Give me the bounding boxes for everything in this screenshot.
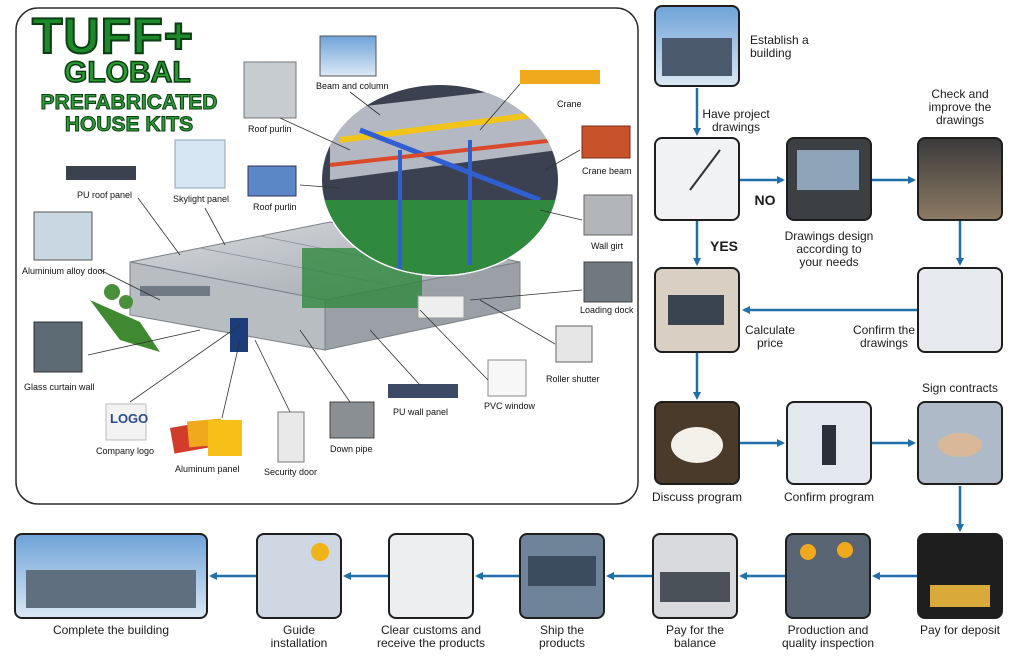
flow-box-discuss-program bbox=[654, 401, 740, 485]
label-production-inspection: Production and quality inspection bbox=[781, 623, 875, 650]
label-confirm-drawings: Confirm the drawings bbox=[852, 323, 916, 350]
pvc-window-thumb bbox=[487, 359, 527, 397]
flow-box-ship-products bbox=[519, 533, 605, 619]
flow-box-guide-installation bbox=[256, 533, 342, 619]
label-pay-deposit: Pay for deposit bbox=[919, 623, 1001, 637]
skylight-panel-thumb bbox=[174, 139, 226, 189]
label-aluminum-panel: Aluminum panel bbox=[175, 464, 240, 474]
flow-box-check-improve bbox=[917, 137, 1003, 221]
label-wall-girt: Wall girt bbox=[591, 241, 624, 251]
roof-purlin-thumb bbox=[247, 165, 297, 197]
pu-wall-panel-thumb bbox=[388, 384, 458, 398]
label-discuss-program: Discuss program bbox=[651, 490, 743, 504]
wall-girt-thumb bbox=[583, 194, 633, 236]
glass-curtain-wall-thumb bbox=[33, 321, 83, 373]
crane-thumb bbox=[520, 70, 600, 84]
label-pu-roof-panel: PU roof panel bbox=[77, 190, 133, 200]
label-check-improve: Check and improve the drawings bbox=[928, 87, 992, 127]
label-roof-purlin-top: Roof purlin bbox=[248, 124, 292, 134]
label-beam-column: Beam and column bbox=[316, 81, 389, 91]
label-no: NO bbox=[754, 192, 776, 208]
aluminum-panel-thumb bbox=[169, 418, 242, 456]
flow-box-drawings-design bbox=[786, 137, 872, 221]
company-logo-mark: LOGO bbox=[110, 411, 149, 426]
steel-frame-closeup bbox=[320, 83, 560, 277]
label-sign-contracts: Sign contracts bbox=[921, 381, 999, 395]
roller-shutter-thumb bbox=[555, 325, 593, 363]
label-complete-building: Complete the building bbox=[52, 623, 170, 637]
label-yes: YES bbox=[709, 238, 738, 254]
flow-box-confirm-drawings bbox=[917, 267, 1003, 353]
label-pvc-window: PVC window bbox=[484, 401, 536, 411]
flow-box-establish bbox=[654, 5, 740, 87]
security-door-thumb bbox=[277, 411, 305, 463]
label-pay-balance: Pay for the balance bbox=[665, 623, 725, 650]
flow-box-pay-balance bbox=[652, 533, 738, 619]
beam-column-thumb bbox=[319, 35, 377, 77]
flow-box-pay-deposit bbox=[917, 533, 1003, 619]
label-glass-curtain-wall: Glass curtain wall bbox=[24, 382, 95, 392]
flow-box-confirm-program bbox=[786, 401, 872, 485]
roof-purlin-top-thumb bbox=[243, 61, 297, 119]
label-company-logo: Company logo bbox=[96, 446, 155, 456]
label-drawings-design: Drawings design according to your needs bbox=[784, 229, 874, 269]
label-confirm-program: Confirm program bbox=[783, 490, 875, 504]
label-crane: Crane bbox=[557, 99, 582, 109]
flow-box-complete-building bbox=[14, 533, 208, 619]
down-pipe-thumb bbox=[329, 401, 375, 439]
label-ship-products: Ship the products bbox=[538, 623, 586, 650]
label-aluminium-alloy-door: Aluminium alloy door bbox=[22, 266, 106, 276]
label-calculate-price: Calculate price bbox=[744, 323, 796, 350]
label-clear-customs: Clear customs and receive the products bbox=[376, 623, 486, 650]
label-guide-installation: Guide installation bbox=[270, 623, 328, 650]
aluminium-alloy-door-thumb bbox=[33, 211, 93, 261]
loading-dock-thumb bbox=[583, 261, 633, 303]
label-roller-shutter: Roller shutter bbox=[546, 374, 600, 384]
brand-tagline-2: HOUSE KITS bbox=[64, 113, 194, 136]
label-establish: Establish a building bbox=[750, 33, 809, 60]
brand-subtitle: GLOBAL bbox=[63, 56, 191, 89]
flow-box-sign-contracts bbox=[917, 401, 1003, 485]
label-roof-purlin: Roof purlin bbox=[253, 202, 297, 212]
label-security-door: Security door bbox=[264, 467, 318, 477]
brand-tagline-1: PREFABRICATED bbox=[40, 91, 218, 114]
crane-beam-thumb bbox=[581, 125, 631, 159]
label-loading-dock: Loading dock bbox=[580, 305, 634, 315]
flow-box-have-drawings bbox=[654, 137, 740, 221]
flow-box-clear-customs bbox=[388, 533, 474, 619]
label-skylight-panel: Skylight panel bbox=[173, 194, 230, 204]
flow-box-production-inspection bbox=[785, 533, 871, 619]
warehouse-illustration bbox=[90, 221, 521, 352]
flow-box-calculate-price bbox=[654, 267, 740, 353]
pu-roof-panel-thumb bbox=[66, 166, 136, 180]
company-logo-thumb bbox=[105, 403, 147, 441]
label-crane-beam: Crane beam bbox=[582, 166, 632, 176]
label-have-drawings: Have project drawings bbox=[702, 107, 770, 134]
label-down-pipe: Down pipe bbox=[330, 444, 373, 454]
brand-title: TUFF+ bbox=[31, 8, 194, 64]
label-pu-wall-panel: PU wall panel bbox=[393, 407, 449, 417]
